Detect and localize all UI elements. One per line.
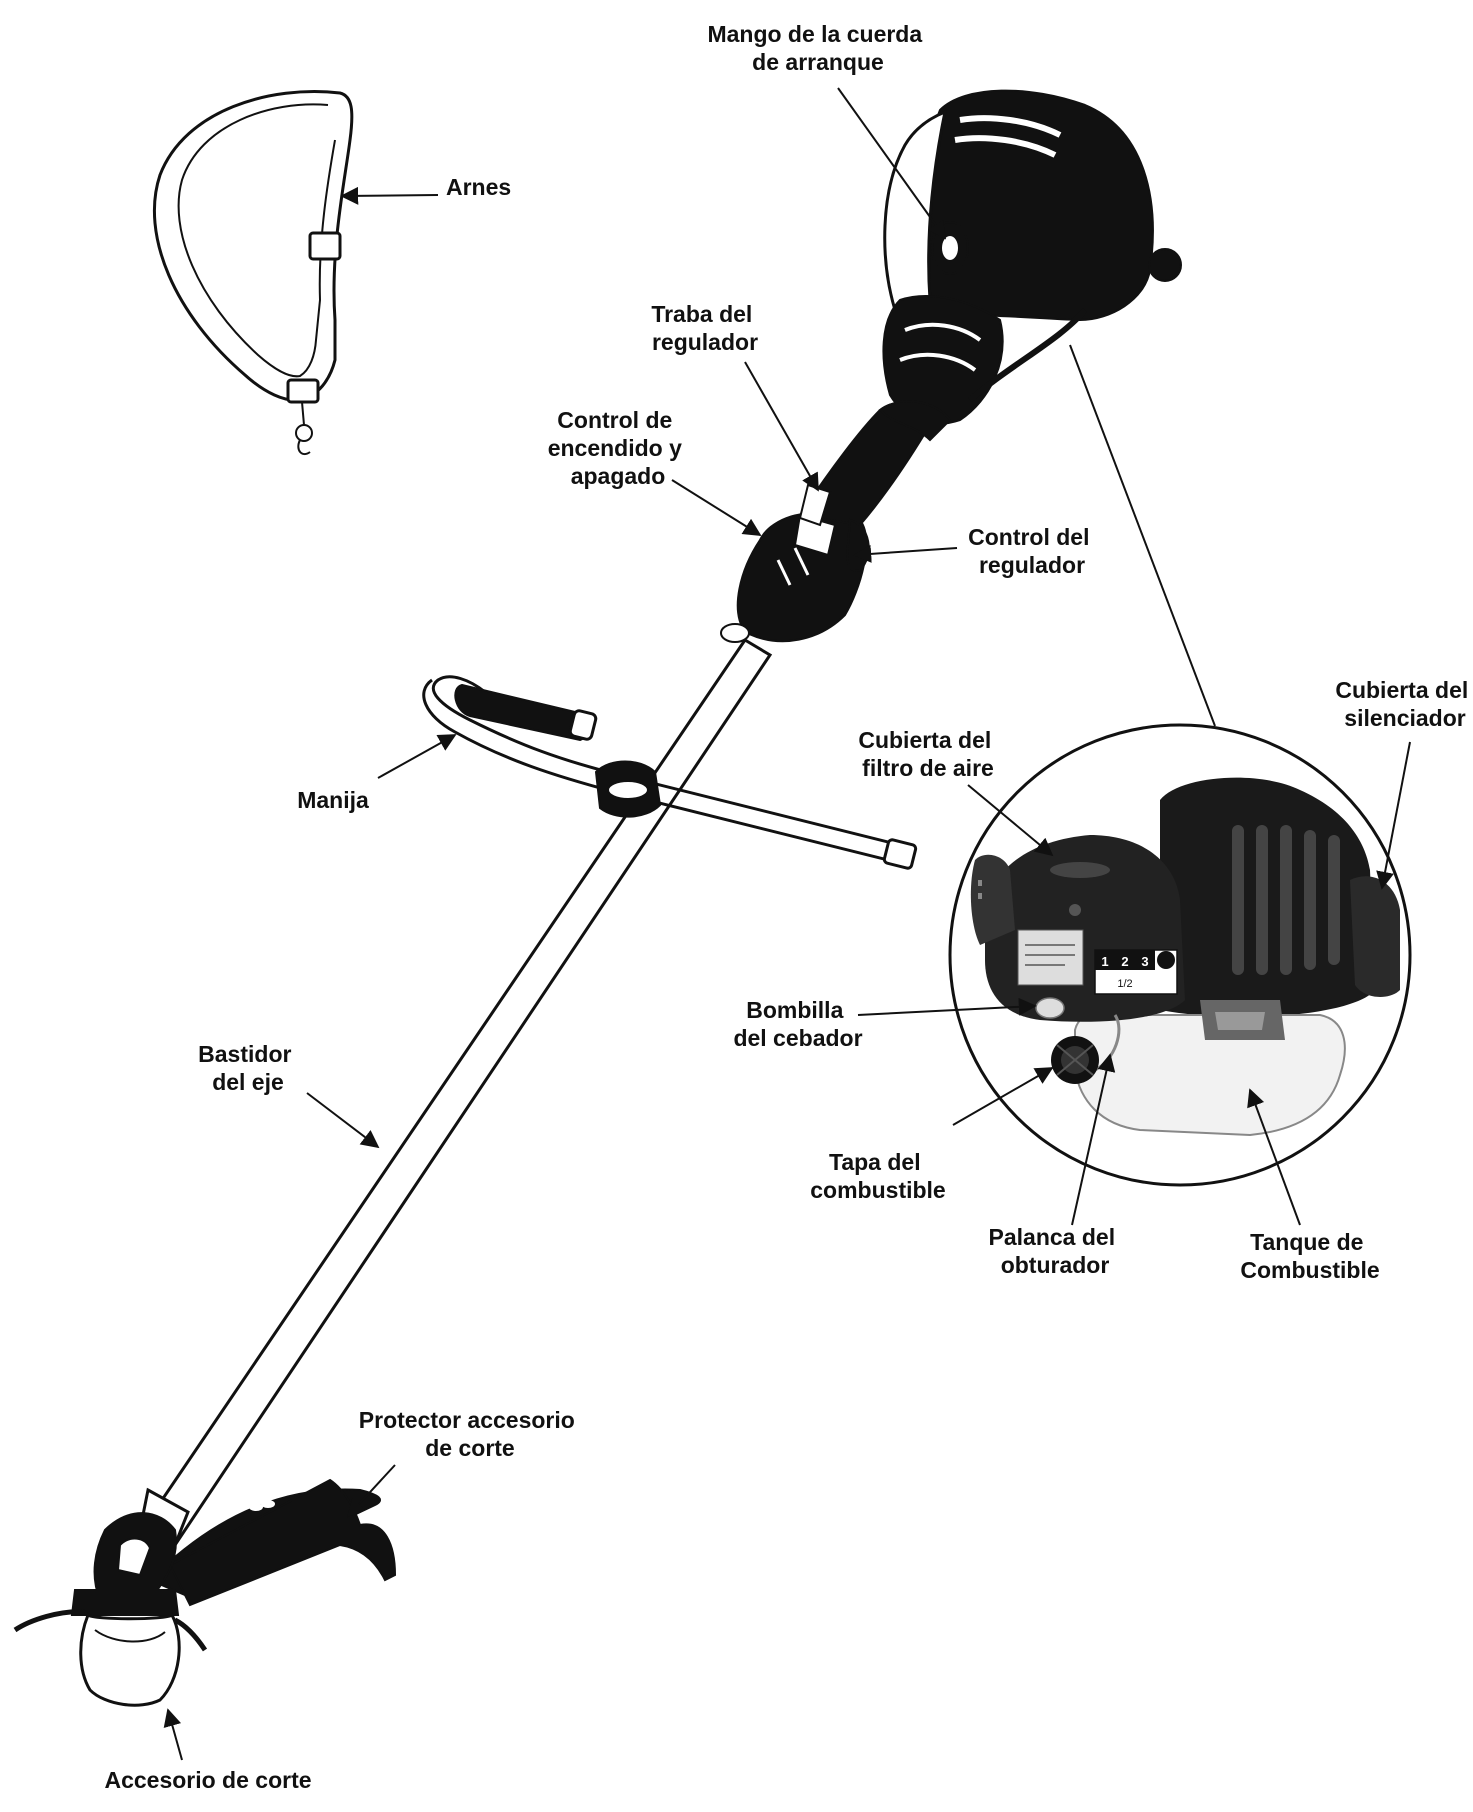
decal-choke-half: 1/2 bbox=[1117, 978, 1132, 990]
leader-handle bbox=[377, 734, 457, 779]
label-fuel-cap: Tapa del combustible bbox=[810, 1149, 945, 1203]
label-throttle-lock: Traba del regulador bbox=[651, 301, 758, 355]
label-handle: Manija bbox=[297, 787, 369, 813]
part-labels: Mango de la cuerda de arranque Arnes Tra… bbox=[104, 21, 1473, 1793]
handle-illustration bbox=[422, 675, 918, 870]
label-primer-bulb: Bombilla del cebador bbox=[733, 997, 862, 1051]
leader-fuel-tank bbox=[1247, 1088, 1301, 1226]
engine-detail-view: 1 2 3 1/2 bbox=[948, 344, 1412, 1187]
label-starter-rope-handle: Mango de la cuerda de arranque bbox=[707, 21, 928, 75]
leader-throttle-lock bbox=[744, 361, 819, 492]
leader-muffler-cover bbox=[1376, 741, 1411, 890]
engine-illustration bbox=[878, 89, 1182, 442]
leader-choke bbox=[1071, 1053, 1116, 1226]
label-shaft-housing: Bastidor del eje bbox=[198, 1041, 298, 1095]
leader-cutting-attachment bbox=[163, 1708, 183, 1761]
leader-lines bbox=[163, 87, 1411, 1761]
harness-illustration bbox=[152, 90, 354, 456]
label-air-filter-cover: Cubierta del filtro de aire bbox=[858, 727, 997, 781]
cutting-head-illustration bbox=[13, 1478, 397, 1707]
leader-on-off bbox=[671, 479, 762, 536]
label-throttle-control: Control del regulador bbox=[968, 524, 1096, 578]
leader-harness bbox=[340, 186, 439, 205]
leader-starter bbox=[837, 87, 947, 240]
decal-step-1: 1 bbox=[1101, 954, 1108, 969]
leader-shaft bbox=[306, 1092, 380, 1149]
decal-step-2: 2 bbox=[1121, 954, 1128, 969]
label-fuel-tank: Tanque de Combustible bbox=[1240, 1229, 1379, 1283]
leader-primer bbox=[857, 997, 1037, 1016]
label-choke-lever: Palanca del obturador bbox=[989, 1224, 1122, 1278]
label-on-off-control: Control de encendido y apagado bbox=[548, 407, 689, 489]
label-cutting-attachment: Accesorio de corte bbox=[104, 1767, 311, 1793]
leader-air-filter bbox=[967, 784, 1054, 857]
label-muffler-cover: Cubierta del silenciador bbox=[1335, 677, 1473, 731]
decal-step-3: 3 bbox=[1141, 954, 1148, 969]
label-cutting-guard: Protector accesorio de corte bbox=[359, 1407, 581, 1461]
control-handle-illustration bbox=[720, 401, 932, 643]
leader-guard bbox=[346, 1464, 396, 1518]
label-harness: Arnes bbox=[446, 174, 511, 200]
leader-throttle-control bbox=[853, 544, 958, 563]
leader-fuel-cap bbox=[952, 1067, 1054, 1126]
